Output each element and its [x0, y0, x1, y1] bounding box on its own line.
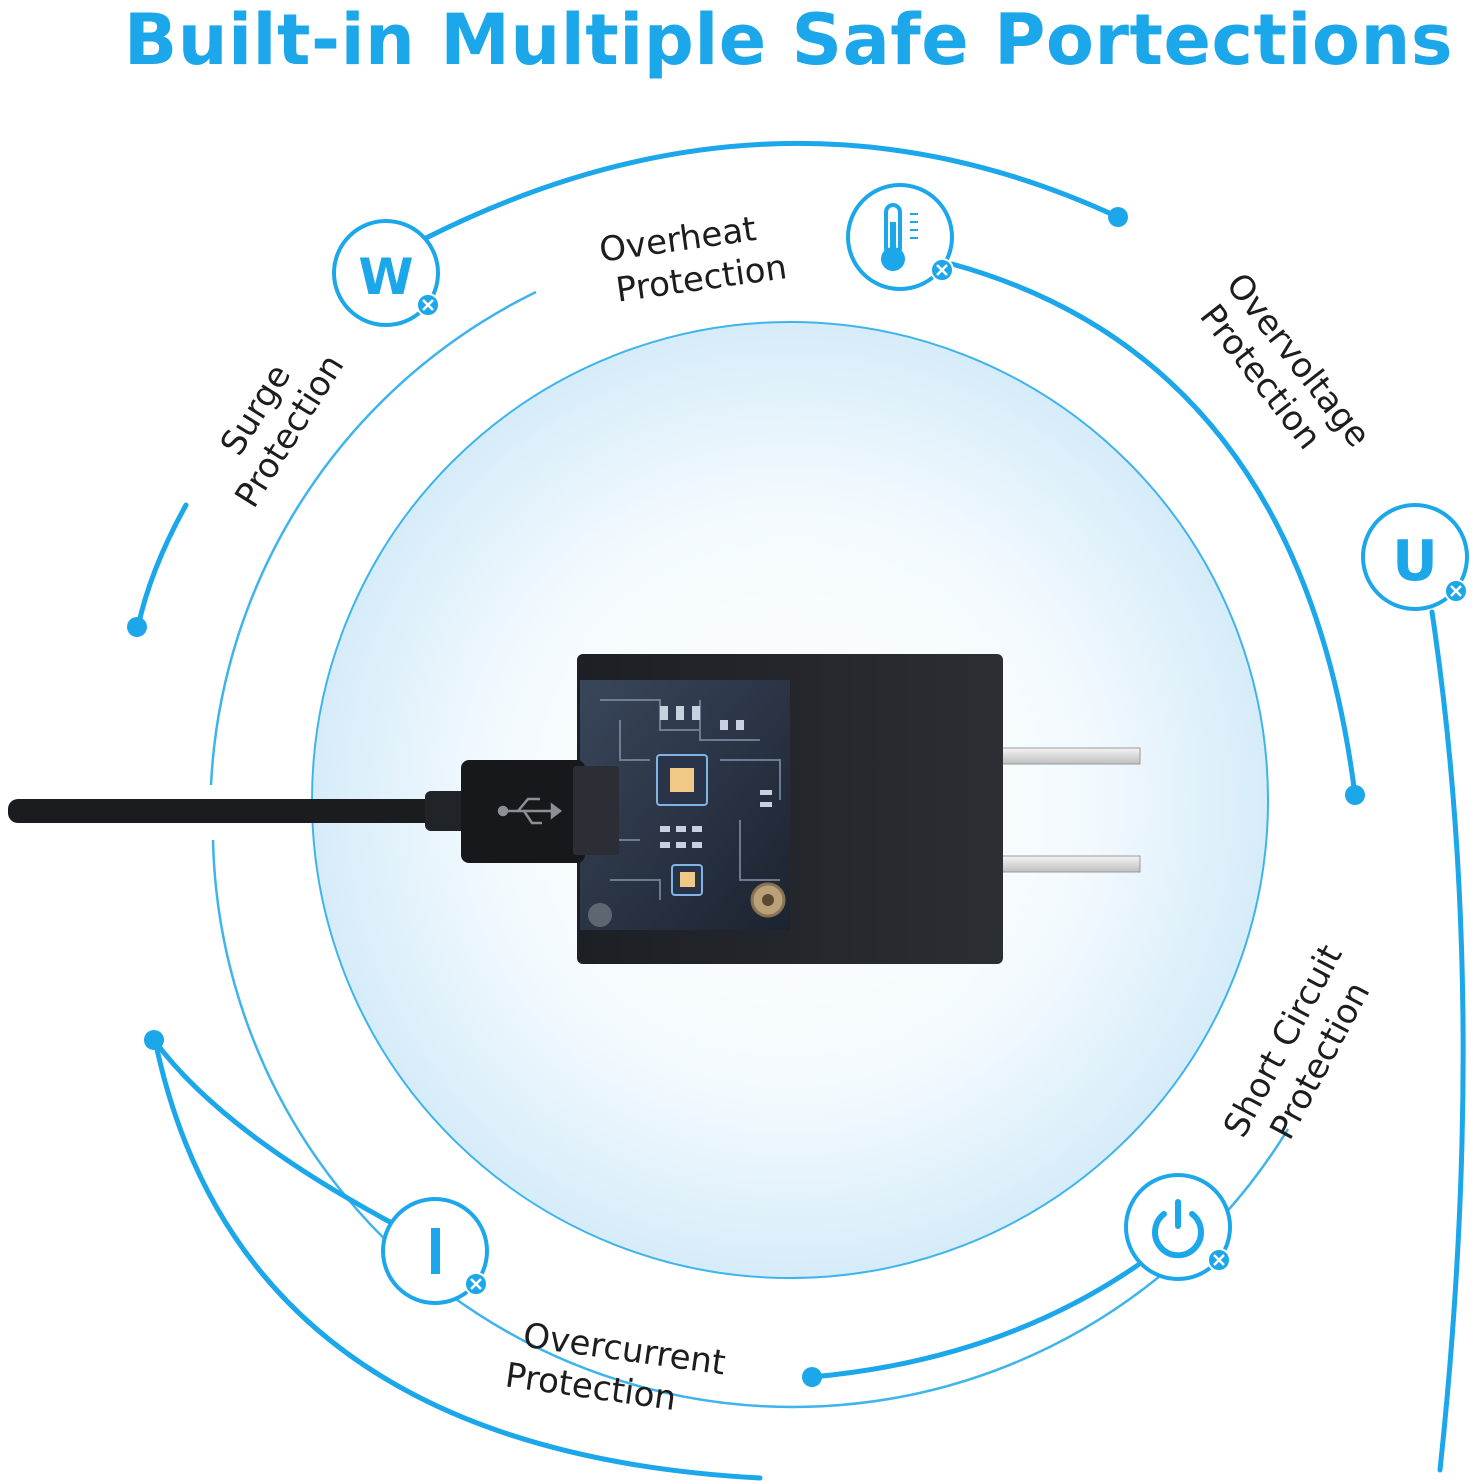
surge-label: Surge Protection [213, 348, 353, 515]
letter-u-icon: U [1361, 503, 1469, 611]
page-title: Built-in Multiple Safe Portections [123, 0, 1453, 81]
letter-w-icon: W [332, 219, 440, 327]
overcurrent-label: Overcurrent Protection [503, 1316, 728, 1419]
svg-text:W: W [358, 248, 413, 306]
outer-ring [209, 290, 1290, 1409]
power-icon [1124, 1173, 1232, 1281]
short-circuit-label: Short Circuit Protection [1216, 938, 1378, 1146]
overvoltage-label: Overvoltage Protection [1192, 266, 1378, 457]
outer-arcs [135, 140, 1466, 1481]
thermometer-icon [846, 183, 954, 291]
usb-symbol-icon [497, 797, 563, 825]
letter-i-icon [381, 1197, 489, 1305]
arc-end-dots [127, 207, 1365, 1387]
charger-image [8, 654, 1141, 964]
svg-text:U: U [1392, 529, 1437, 594]
overheat-label: Overheat Protection [597, 209, 790, 311]
